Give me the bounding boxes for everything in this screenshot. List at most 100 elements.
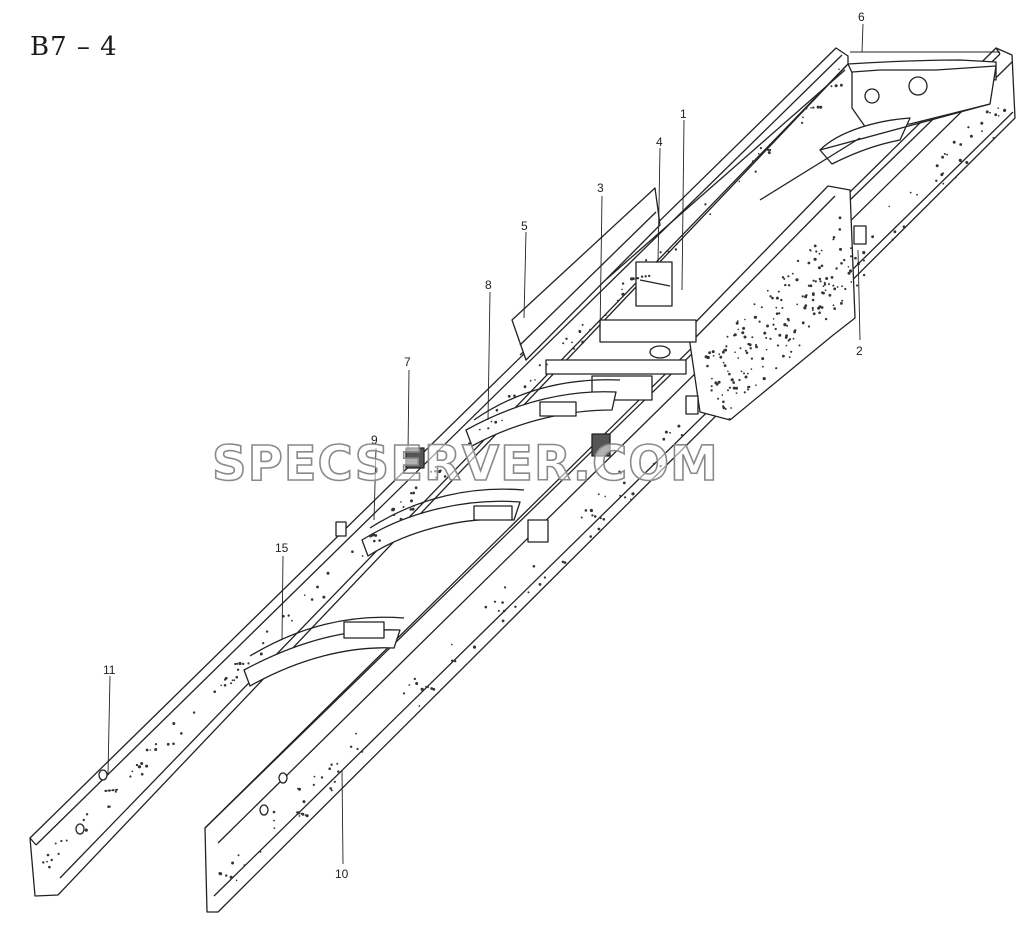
rivet-dot — [545, 363, 548, 366]
rivet-dot — [850, 281, 853, 283]
rivet-dot — [735, 386, 738, 390]
callout-15: 15 — [275, 541, 289, 555]
rivet-dot — [400, 501, 402, 503]
rivet-dots — [42, 68, 1007, 882]
rivet-dot — [413, 677, 416, 681]
rivet-dot — [843, 258, 846, 262]
rivet-dot — [420, 687, 424, 691]
rivet-dot — [727, 389, 729, 392]
rivet-dot — [722, 361, 725, 364]
rivet-dot — [149, 749, 152, 751]
rivet-dot — [501, 419, 503, 422]
rivet-dot — [42, 861, 45, 864]
rivet-dot — [310, 598, 314, 601]
rivet-dot — [790, 350, 793, 353]
rivet-dot — [712, 355, 715, 357]
rivet-dot — [747, 388, 750, 391]
rivet-dot — [727, 370, 729, 373]
rivet-dot — [772, 323, 775, 326]
rivet-dot — [619, 494, 621, 497]
rivet-dot — [463, 443, 466, 446]
rivet-dot — [747, 342, 750, 346]
rivet-dot — [761, 357, 765, 361]
rivet-dot — [418, 705, 421, 707]
rivet-dot — [565, 337, 568, 340]
rivet-dot — [802, 116, 804, 119]
rivet-dot — [514, 605, 517, 608]
rivet-dot — [825, 277, 829, 280]
rivet-dot — [958, 158, 962, 162]
rivet-dot — [787, 339, 790, 342]
rivet-dot — [778, 333, 782, 337]
rivet-dot — [757, 152, 760, 155]
rivet-dot — [415, 682, 419, 685]
rivet-dot — [816, 105, 820, 109]
rivet-dot — [659, 251, 662, 254]
rivet-dot — [443, 475, 447, 478]
rivet-dot — [247, 662, 250, 665]
rivet-dot — [225, 874, 228, 877]
rivet-dot — [765, 336, 768, 339]
rivet-dot — [640, 275, 644, 278]
rivet-dot — [402, 692, 406, 695]
rivet-dot — [591, 514, 594, 517]
rivet-dot — [777, 290, 780, 293]
rivet-dot — [844, 287, 847, 291]
rivet-dot — [820, 249, 823, 252]
rivet-dot — [439, 469, 442, 472]
rivet-dot — [803, 306, 807, 310]
rivet-dot — [850, 247, 852, 250]
rivet-dot — [823, 283, 827, 286]
rivet-dot — [581, 340, 585, 344]
rivet-dot — [767, 151, 771, 155]
rivet-dot — [378, 539, 381, 542]
rivet-dot — [781, 276, 785, 279]
rivet-dot — [223, 678, 227, 681]
rivet-dot — [523, 385, 527, 389]
rivet-dot — [812, 106, 815, 109]
rivet-dot — [741, 331, 745, 335]
rivet-dot — [755, 343, 757, 346]
rivet-dot — [82, 818, 86, 822]
rivet-dot — [862, 251, 866, 255]
rivet-dot — [807, 284, 811, 287]
rivet-dot — [758, 320, 761, 323]
rivet-dot — [621, 282, 625, 285]
rivet-dot — [291, 619, 293, 622]
front-holes — [75, 769, 288, 835]
rivet-dot — [788, 356, 791, 359]
rivet-dot — [593, 515, 597, 518]
rivet-dot — [785, 334, 788, 338]
rivet-dot — [856, 284, 859, 287]
rivet-dot — [745, 351, 749, 355]
rivet-dot — [784, 283, 787, 287]
callout-1: 1 — [680, 107, 687, 121]
rivet-dot — [137, 765, 142, 769]
rivet-dot — [820, 306, 824, 309]
rivet-dot — [312, 783, 315, 787]
rivet-dot — [733, 181, 735, 183]
rear-cross-member — [819, 59, 997, 165]
rivet-dot — [811, 309, 814, 311]
rivet-dot — [783, 277, 786, 280]
rivet-dot — [563, 561, 567, 564]
rivet-dot — [351, 550, 354, 553]
rivet-dot — [402, 506, 405, 508]
rivet-dot — [728, 386, 732, 389]
rivet-dot — [330, 763, 333, 766]
rivet-dot — [538, 583, 542, 586]
rivet-dot — [659, 464, 662, 468]
rivet-dot — [622, 481, 626, 485]
rivet-dot — [730, 378, 734, 382]
rivet-dot — [229, 875, 233, 879]
rivet-dot — [828, 283, 830, 286]
rivet-dot — [840, 302, 843, 305]
rivet-dot — [841, 285, 843, 288]
side-plate-2 — [687, 185, 856, 421]
rivet-dot — [454, 660, 457, 663]
rivet-dot — [832, 238, 835, 241]
rivet-dot — [495, 408, 499, 412]
rivet-dot — [807, 261, 811, 265]
rivet-dot — [994, 113, 998, 117]
rivet-dot — [571, 341, 573, 344]
